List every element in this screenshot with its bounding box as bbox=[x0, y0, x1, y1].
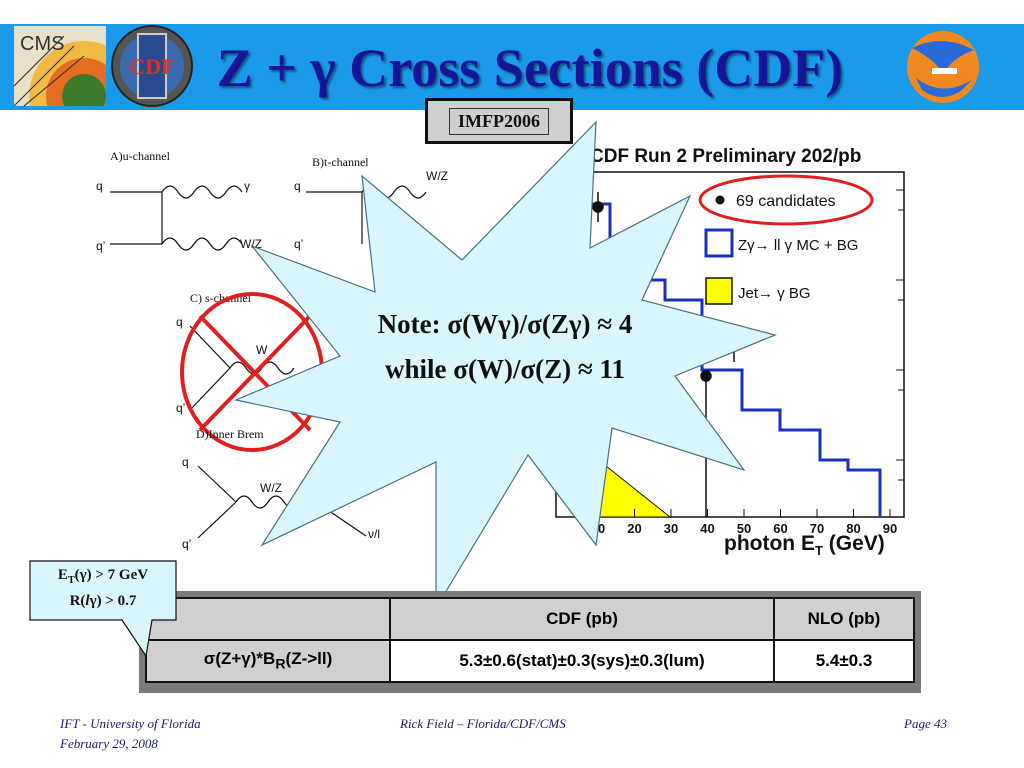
diagram-d-qbar: q’ bbox=[182, 537, 191, 551]
diagram-b-q: q bbox=[294, 179, 301, 193]
footer-author: Rick Field – Florida/CDF/CMS bbox=[400, 716, 566, 731]
x-tick-label: 30 bbox=[664, 521, 678, 536]
diagram-c-w: W bbox=[256, 343, 268, 357]
footer-page: Page 43 bbox=[904, 716, 947, 731]
x-tick-label: 10 bbox=[591, 521, 605, 536]
x-tick-label: 20 bbox=[627, 521, 641, 536]
x-tick-label: 90 bbox=[883, 521, 897, 536]
legend-data-marker bbox=[715, 195, 725, 205]
x-tick-label: 40 bbox=[700, 521, 714, 536]
diagram-b-qbar: q’ bbox=[294, 237, 303, 251]
diagram-d-boson: W/Z bbox=[260, 481, 282, 495]
cdf-logo: CDF bbox=[111, 25, 193, 107]
cdf-logo-text: CDF bbox=[129, 54, 174, 79]
table-header-cdf: CDF (pb) bbox=[389, 597, 775, 641]
table-header-nlo: NLO (pb) bbox=[773, 597, 915, 641]
footer-date: February 29, 2008 bbox=[60, 736, 158, 751]
cms-logo: CMS bbox=[14, 26, 106, 106]
diagram-d-caption: D)Inner Brem bbox=[196, 427, 264, 441]
slide-title: Z + γ Cross Sections (CDF) bbox=[216, 38, 844, 98]
table-nlo-value: 5.4±0.3 bbox=[773, 639, 915, 683]
plot-xlabel: photon ET (GeV) bbox=[724, 532, 885, 558]
diagram-d-lepton: l bbox=[370, 447, 373, 461]
table-cdf-value: 5.3±0.6(stat)±0.3(sys)±0.3(lum) bbox=[389, 639, 775, 683]
plot-ylabel: GeV bbox=[503, 215, 522, 250]
diagram-a-photon: γ bbox=[244, 179, 250, 193]
legend-data-label: 69 candidates bbox=[736, 193, 836, 210]
diagram-a-boson: W/Z bbox=[240, 237, 262, 251]
diagram-c-q: q bbox=[176, 315, 183, 329]
diagram-b-caption: B)t-channel bbox=[312, 155, 369, 169]
table-header-empty bbox=[145, 597, 391, 641]
legend-jet-label: Jet→ γ BG bbox=[738, 285, 811, 302]
note-line-2: while σ(W)/σ(Z) ≈ 11 bbox=[385, 354, 625, 384]
diagram-a-q: q bbox=[96, 179, 103, 193]
legend-jet-swatch bbox=[705, 277, 733, 305]
cut-et: ET(γ) > 7 GeV bbox=[57, 567, 149, 586]
note-line-1: Note: σ(Wγ)/σ(Zγ) ≈ 4 bbox=[377, 309, 633, 339]
cut-r: R(lγ) > 0.7 bbox=[69, 593, 137, 609]
x-tick-label: 80 bbox=[846, 521, 860, 536]
cross-section-table: CDF (pb) NLO (pb) σ(Z+γ)*BR(Z->ll) 5.3±0… bbox=[145, 597, 915, 683]
diagram-a-qbar: q’ bbox=[96, 239, 105, 253]
jet-bg-histogram bbox=[585, 448, 672, 518]
diagram-b-boson: W/Z bbox=[426, 169, 448, 183]
note-text: Note: σ(Wγ)/σ(Zγ) ≈ 4 while σ(W)/σ(Z) ≈ … bbox=[320, 302, 690, 392]
legend-mc-label: Zγ→ ll γ MC + BG bbox=[738, 237, 858, 254]
diagram-d-q: q bbox=[182, 455, 189, 469]
cuts-callout: ET(γ) > 7 GeV R(lγ) > 0.7 bbox=[36, 565, 170, 611]
table-row-label: σ(Z+γ)*BR(Z->ll) bbox=[145, 639, 391, 683]
diagram-d-neutrino: ν/l bbox=[368, 527, 380, 541]
cms-logo-text: CMS bbox=[20, 33, 64, 55]
legend-mc-swatch bbox=[704, 228, 734, 258]
x-tick-label: 70 bbox=[810, 521, 824, 536]
diagram-c-qbar: q’ bbox=[176, 401, 185, 415]
diagram-a-caption: A)u-channel bbox=[110, 149, 171, 163]
footer-affiliation: IFT - University of Florida bbox=[60, 716, 201, 731]
uf-logo bbox=[907, 31, 979, 103]
plot-title: CDF Run 2 Preliminary 202/pb bbox=[590, 146, 861, 167]
